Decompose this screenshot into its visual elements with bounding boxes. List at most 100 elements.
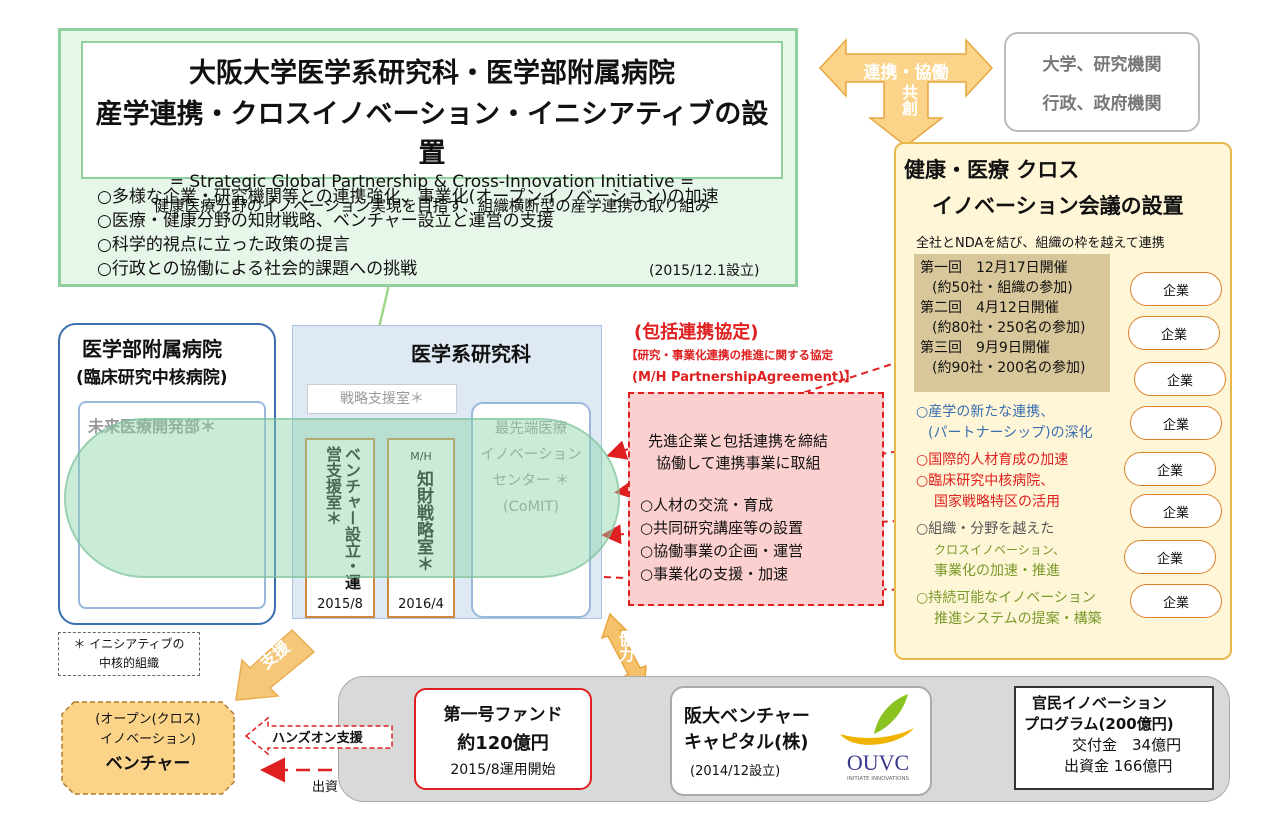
agreement-bullets: ○人材の交流・育成 ○共同研究講座等の設置 ○協働事業の企画・運営 ○事業化の支…	[640, 494, 803, 586]
hospital-subtitle: (臨床研究中核病院)	[76, 368, 228, 388]
vc-name-1: 阪大ベンチャー	[684, 706, 810, 727]
meetings-box: 第一回 12月17日開催 (約50社・組織の参加) 第二回 4月12日開催 (約…	[914, 254, 1110, 392]
council-title-2: イノベーション会議の設置	[932, 194, 1184, 218]
initiative-bullet: ○行政との協働による社会的課題への挑戦	[97, 259, 418, 279]
council-item-3-l3: 事業化の加速・推進	[934, 563, 1060, 579]
initiative-bullet: ○多様な企業・研究機関等との連携強化、事業化(オープンイノベーション)の加速	[97, 187, 719, 207]
agreement-subtitle: 【研究・事業化連携の推進に関する協定	[626, 348, 833, 362]
council-item-2-l3: 国家戦略特区の活用	[934, 494, 1060, 510]
ip-office: M/H 知財戦略室＊ 2016/4	[387, 438, 455, 618]
company-pill: 企業	[1134, 362, 1226, 396]
initiative-bullet: ○科学的視点に立った政策の提言	[97, 235, 350, 255]
company-pill: 企業	[1124, 452, 1216, 486]
initiative-title-box: 大阪大学医学系研究科・医学部附属病院 産学連携・クロスイノベーション・イニシアテ…	[81, 41, 783, 215]
initiative-english: = Strategic Global Partnership & Cross-I…	[169, 172, 695, 192]
agreement-bullet: ○事業化の支援・加速	[640, 565, 789, 583]
agreement-header: (包括連携協定) 【研究・事業化連携の推進に関する協定 (M/H Partner…	[626, 318, 886, 385]
external-line-1: 大学、研究機関	[1042, 55, 1162, 75]
meeting-3-title: 第三回 9月9日開催	[920, 340, 1050, 356]
council-item-4-l1: ○持続可能なイノベーション	[916, 590, 1096, 606]
meeting-2-title: 第二回 4月12日開催	[920, 300, 1059, 316]
ip-office-top: M/H	[410, 450, 432, 463]
legend-line-1: ＊ イニシアティブの	[73, 637, 185, 651]
meeting-1-title: 第一回 12月17日開催	[920, 260, 1068, 276]
council-panel: 健康・医療 クロス イノベーション会議の設置 全社とNDAを結び、組織の枠を越え…	[894, 142, 1232, 660]
company-pill: 企業	[1130, 494, 1222, 528]
vc-established: (2014/12設立)	[690, 764, 781, 779]
ip-office-name: 知財戦略室＊	[413, 470, 433, 572]
initiative-panel: 大阪大学医学系研究科・医学部附属病院 産学連携・クロスイノベーション・イニシアテ…	[58, 28, 798, 287]
external-orgs-box: 大学、研究機関 行政、政府機関	[1004, 32, 1200, 132]
company-pill: 企業	[1130, 584, 1222, 618]
program-line-1: 官民イノベーション	[1032, 694, 1167, 712]
strategy-office: 戦略支援室＊	[307, 384, 457, 414]
venture-office-year: 2015/8	[317, 597, 363, 612]
council-item-2-l1: ○国際的人材育成の加速	[916, 452, 1069, 468]
venture-line-1: (オープン(クロス)	[95, 712, 201, 727]
venture-box: (オープン(クロス) イノベーション) ベンチャー	[60, 700, 236, 796]
support-arrow: 支援	[222, 626, 318, 704]
council-item-2-l2: ○臨床研究中核病院、	[916, 473, 1055, 489]
initiative-title-1: 大阪大学医学系研究科・医学部附属病院	[189, 58, 675, 89]
meeting-2-detail: (約80社・250名の参加)	[932, 320, 1086, 336]
council-title-1: 健康・医療 クロス	[904, 158, 1080, 182]
venture-office-name: ベンチャー設立・運営支援室＊	[323, 446, 361, 590]
council-item-3-l1: ○組織・分野を越えた	[916, 521, 1055, 537]
leaf-icon	[840, 694, 914, 745]
agreement-bullet: ○人材の交流・育成	[640, 496, 774, 514]
venture-line-2: イノベーション)	[100, 732, 196, 747]
program-line-4: 出資金 166億円	[1064, 757, 1173, 775]
initiative-core-capsule	[64, 418, 620, 578]
council-item-3-l2: クロスイノベーション、	[934, 543, 1066, 557]
cocreation-label: 共創	[899, 84, 918, 116]
initiative-subtitle: 健康医療分野のイノベーション実現を目指す、組織横断型の産学連携の取り組み	[153, 197, 711, 215]
legend-box: ＊ イニシアティブの 中核的組織	[58, 632, 200, 676]
initiative-bullets: ○多様な企業・研究機関等との連携強化、事業化(オープンイノベーション)の加速 ○…	[97, 185, 719, 281]
venture-line-3: ベンチャー	[105, 754, 191, 774]
school-title: 医学系研究科	[411, 342, 531, 366]
fund-box: 第一号ファンド 約120億円 2015/8運用開始	[414, 688, 592, 790]
company-pill: 企業	[1130, 406, 1222, 440]
fund-line-1: 第一号ファンド	[443, 705, 563, 725]
handson-arrow: ハンズオン支援	[244, 716, 396, 756]
hospital-title: 医学部附属病院	[82, 337, 222, 361]
cooperation-label: 協力	[617, 632, 635, 662]
company-pill: 企業	[1124, 540, 1216, 574]
collab-label: 連携・協働	[863, 63, 949, 83]
handson-label: ハンズオン支援	[272, 731, 363, 746]
council-items: ○産学の新たな連携、 (パートナーシップ)の深化 ○国際的人材育成の加速 ○臨床…	[916, 402, 1102, 630]
agreement-bullet: ○協働事業の企画・運営	[640, 542, 804, 560]
council-item-4-l2: 推進システムの提案・構築	[934, 611, 1102, 627]
agreement-bullet: ○共同研究講座等の設置	[640, 519, 804, 537]
council-item-1-l1: ○産学の新たな連携、	[916, 404, 1055, 420]
fund-line-3: 2015/8運用開始	[450, 762, 556, 778]
agreement-box: 先進企業と包括連携を締結 協働して連携事業に取組 ○人材の交流・育成 ○共同研究…	[628, 392, 884, 606]
program-line-3: 交付金 34億円	[1072, 736, 1182, 754]
fund-line-2: 約120億円	[457, 733, 549, 754]
external-line-2: 行政、政府機関	[1042, 94, 1162, 114]
program-line-2: プログラム(200億円)	[1024, 715, 1174, 733]
legend-line-2: 中核的組織	[98, 656, 159, 670]
ip-office-year: 2016/4	[398, 597, 444, 612]
meeting-3-detail: (約90社・200名の参加)	[932, 360, 1086, 376]
venture-office: ベンチャー設立・運営支援室＊ 2015/8	[305, 438, 375, 618]
vc-box: 阪大ベンチャー キャピタル(株) (2014/12設立) OUVC INITIA…	[670, 686, 932, 796]
ouvc-logo-text: OUVC	[846, 750, 910, 775]
company-pill: 企業	[1130, 272, 1222, 306]
council-nda: 全社とNDAを結び、組織の枠を越えて連携	[916, 236, 1165, 251]
collab-arrow: 連携・協働 共創	[816, 26, 996, 148]
agreement-english: (M/H PartnershipAgreement)】	[632, 370, 858, 385]
meeting-1-detail: (約50社・組織の参加)	[932, 280, 1073, 296]
initiative-established: (2015/12.1設立)	[649, 263, 760, 279]
company-pill: 企業	[1128, 316, 1220, 350]
agreement-main-2: 協働して連携事業に取組	[656, 454, 821, 472]
agreement-title: (包括連携協定)	[634, 322, 759, 343]
initiative-title-2: 産学連携・クロスイノベーション・イニシアティブの設置	[95, 99, 769, 169]
council-item-1-l2: (パートナーシップ)の深化	[928, 425, 1093, 441]
ouvc-logo-sub: INITIATE INNOVATIONS	[846, 776, 909, 782]
initiative-bullet: ○医療・健康分野の知財戦略、ベンチャー設立と運営の支援	[97, 211, 554, 231]
venture-text: (オープン(クロス) イノベーション) ベンチャー	[60, 710, 236, 774]
investment-label: 出資	[312, 780, 339, 795]
ouvc-logo: OUVC INITIATE INNOVATIONS	[830, 692, 926, 792]
agreement-main-1: 先進企業と包括連携を締結	[648, 432, 829, 450]
